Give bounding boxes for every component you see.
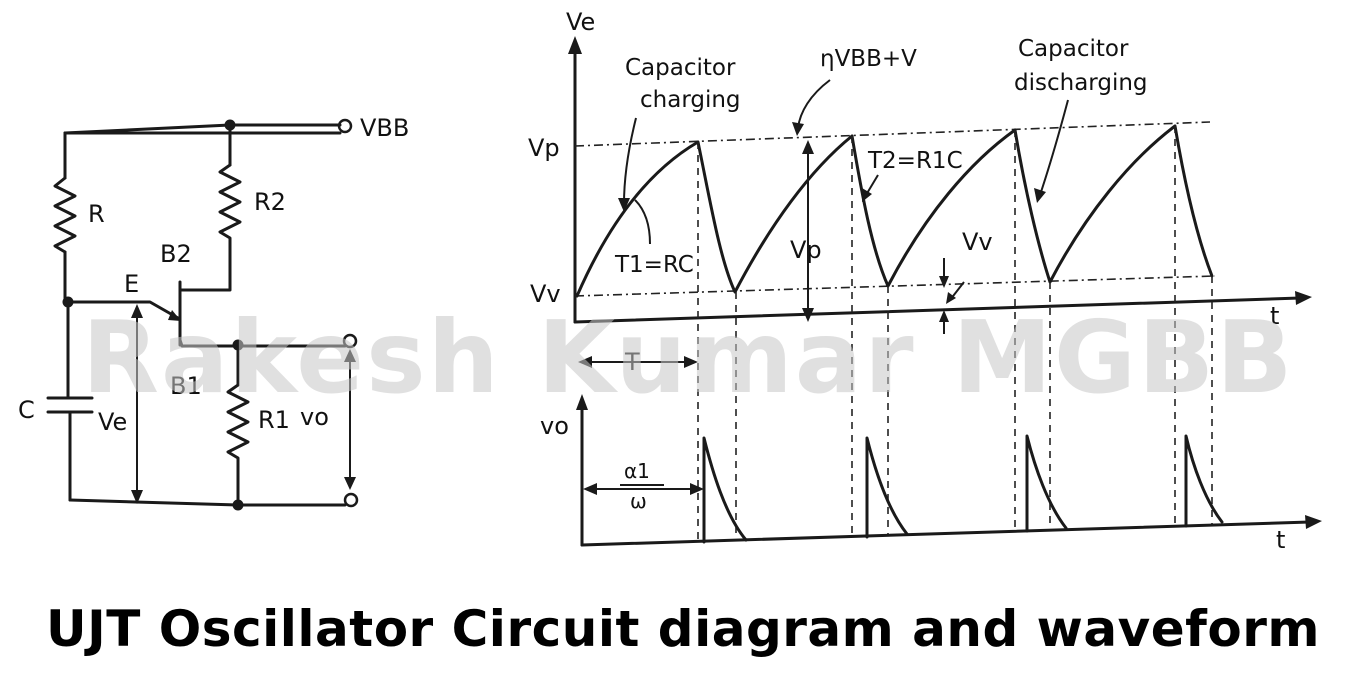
vo-arrow-up [344, 349, 356, 362]
circuit: VBB R R2 B2 E B1 C Ve R1 vo [18, 114, 409, 511]
vo-axis-label: vo [540, 412, 569, 440]
ve-y-axis-arrow [568, 36, 582, 54]
period-arrow-right [684, 356, 698, 368]
top-rail-slope [63, 123, 232, 135]
top-t-axis-arrow [1295, 291, 1312, 305]
discharging-label-line2: discharging [1014, 70, 1148, 96]
b2-label: B2 [160, 240, 192, 268]
b1-label: B1 [170, 372, 202, 400]
peak-voltage-label: ηVBB+V [820, 46, 917, 72]
r2-label: R2 [254, 188, 286, 216]
c-label: C [18, 396, 35, 424]
charging-label-line1: Capacitor [625, 55, 736, 81]
vp-level-line [574, 121, 1211, 147]
resistor-r [53, 176, 77, 254]
vp-mid-label: Vp [790, 236, 822, 264]
t2-label: T2=R1C [867, 148, 963, 174]
ve-axis-label: Ve [566, 8, 595, 36]
bottom-rail-wire [68, 498, 347, 507]
watermark-text: Rakesh Kumar MGBB [82, 299, 1294, 416]
vp-measure-arrow-down [802, 308, 814, 322]
vp-label: Vp [528, 134, 560, 162]
waveforms: Ve Vp Vv t t vo Capacitor charging Capac… [528, 8, 1322, 554]
vo-pulse-4 [1184, 434, 1224, 528]
vo-pulse-3 [1025, 434, 1068, 533]
alpha-denominator: ω [630, 489, 647, 513]
vo-arrow-down [344, 477, 356, 490]
vv-measure-arrow-up [939, 310, 949, 322]
vo-pulse-2 [865, 436, 909, 539]
ujt-diagram: VBB R R2 B2 E B1 C Ve R1 vo [18, 8, 1322, 554]
charging-label-line2: charging [640, 87, 741, 113]
emitter-arrow [168, 310, 181, 321]
alpha-numerator: α1 [624, 459, 650, 483]
resistor-r1 [226, 383, 250, 507]
peak-pointer [797, 79, 831, 129]
b2-wire [178, 246, 232, 292]
b1-wire [178, 338, 347, 348]
e-label: E [124, 270, 139, 298]
charging-pointer [623, 117, 637, 205]
vbb-label: VBB [360, 114, 409, 142]
vv-label: Vv [530, 280, 561, 308]
vv-pointer-arrow [946, 292, 956, 304]
resistor-r2 [218, 163, 242, 250]
discharging-pointer [1039, 99, 1069, 196]
bottom-t-axis [580, 520, 1312, 547]
t1-label: T1=RC [614, 252, 694, 278]
alpha-arrow-right [690, 483, 704, 495]
vo-y-axis-arrow [576, 394, 588, 410]
vo-terminal-bottom [343, 492, 359, 508]
period-arrow-left [578, 356, 592, 368]
charging-pointer-arrow [618, 198, 630, 212]
t1-pointer [634, 199, 651, 245]
ve-arrow-down [131, 490, 143, 504]
t2-pointer-arrow [862, 188, 872, 202]
vo-pulse-1 [702, 436, 748, 544]
vp-measure-arrow-up [802, 140, 814, 154]
vv-measure-arrow-down [939, 276, 949, 288]
r-label: R [88, 200, 105, 228]
vo-label: vo [300, 403, 329, 431]
vo-terminal-top [342, 333, 358, 349]
emitter-wire [66, 300, 180, 320]
period-label: T [624, 348, 640, 376]
page-title: UJT Oscillator Circuit diagram and wavef… [46, 600, 1320, 658]
ve-label: Ve [98, 408, 127, 436]
bottom-t-axis-arrow [1305, 515, 1322, 529]
r1-label: R1 [258, 406, 290, 434]
discharging-label-line1: Capacitor [1018, 36, 1129, 62]
alpha-arrow-left [583, 483, 597, 495]
top-t-axis [573, 296, 1302, 324]
vv-mid-label: Vv [962, 228, 993, 256]
discharging-pointer-arrow [1034, 188, 1046, 203]
bottom-t-label: t [1276, 526, 1285, 554]
vv-level-line [574, 275, 1216, 297]
ve-arrow-up [131, 304, 143, 318]
top-t-label: t [1270, 302, 1279, 330]
peak-pointer-arrow [792, 122, 804, 136]
